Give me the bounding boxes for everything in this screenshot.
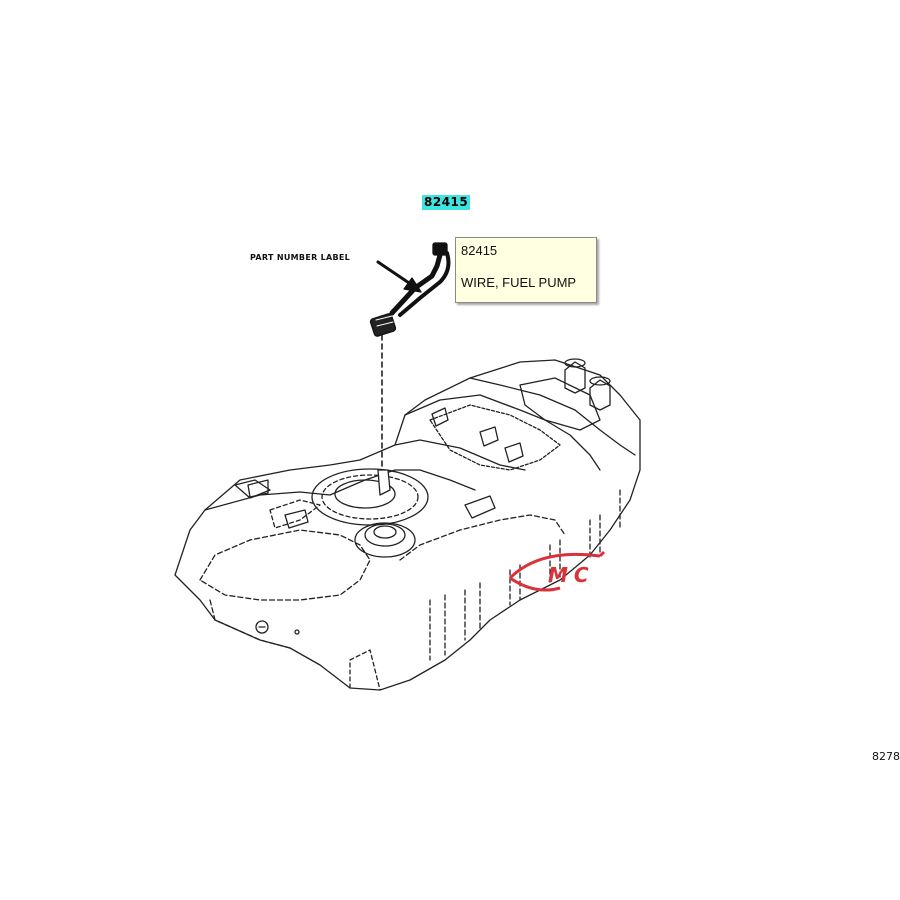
tooltip-description: WIRE, FUEL PUMP — [461, 275, 577, 290]
part-tooltip: 82415 WIRE, FUEL PUMP — [455, 237, 597, 303]
watermark-logo — [508, 550, 606, 592]
label-arrow — [376, 260, 422, 293]
fuel-tank — [174, 358, 641, 691]
tooltip-part-number: 82415 — [461, 243, 498, 258]
fuel-pump-wire — [369, 242, 451, 337]
part-number-label-text: PART NUMBER LABEL — [250, 253, 351, 262]
diagram-reference-id: 8278 — [872, 750, 900, 763]
watermark-text: MC — [548, 563, 595, 587]
callout-part-number[interactable]: 82415 — [422, 195, 471, 210]
